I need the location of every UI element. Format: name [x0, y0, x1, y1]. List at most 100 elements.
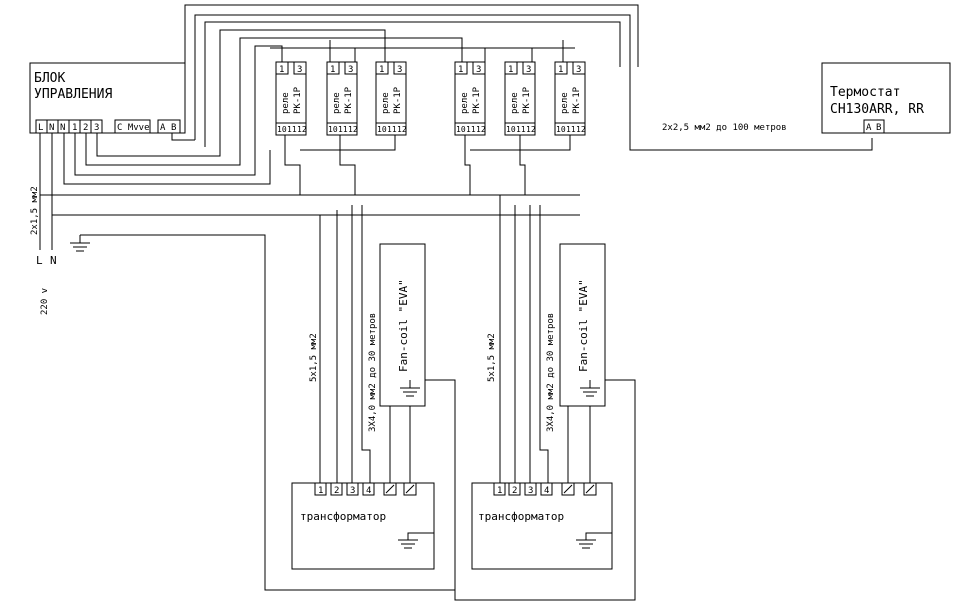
thermostat-terminal-b: B	[876, 123, 881, 133]
relay-2: 1 3 реле PK-1P 10 11 12	[326, 61, 358, 136]
relay-pin-10: 10	[456, 125, 466, 134]
thermostat-title-2: CH130ARR, RR	[830, 102, 924, 117]
wire-bus-ab	[171, 133, 195, 141]
ground-icon	[400, 380, 420, 397]
bus-terminal-b: B	[171, 123, 176, 133]
relay-label-1: реле	[381, 92, 391, 114]
relay-label-1: реле	[281, 92, 291, 114]
relay-label-1: реле	[332, 92, 342, 114]
relay-6: 1 3 реле PK-1P 10 11 12	[554, 61, 586, 136]
transformer-label: трансформатор	[300, 510, 386, 523]
relay-pin-box	[572, 61, 586, 75]
transformer-terminal-4: 4	[366, 486, 371, 496]
transformer-box	[291, 482, 435, 570]
transformer-terminal	[330, 482, 343, 496]
branch-cable-5-label: 5х1,5 мм2	[487, 333, 497, 382]
transformer-terminal-2: 2	[512, 486, 517, 496]
wire-relay-bottom-5	[519, 135, 526, 195]
thermostat-terminal-box	[863, 119, 885, 134]
relay-pin-box	[293, 61, 307, 75]
relay-label-2: PK-1P	[344, 86, 354, 114]
power-cable-label: 2х1,5 мм2	[30, 186, 40, 235]
branch-1: 5х1,5 мм2 3Х4,0 мм2 до 30 метров Fan-coi…	[291, 243, 435, 570]
relay-pin-11: 11	[287, 125, 297, 134]
wire-loop-5	[239, 37, 463, 162]
relay-pin-3: 3	[397, 65, 402, 75]
terminal-N: N	[49, 123, 54, 133]
ground-icon	[398, 532, 434, 549]
branch-cable-3-label: 3Х4,0 мм2 до 30 метров	[546, 313, 556, 432]
relay-pin-11: 11	[566, 125, 576, 134]
branch-cable-5-label: 5х1,5 мм2	[309, 333, 319, 382]
power-voltage-label: 220 v	[40, 288, 50, 315]
relay-5: 1 3 реле PK-1P 10 11 12	[504, 61, 536, 136]
relay-pin-box	[522, 61, 536, 75]
wire-loop-4	[219, 29, 386, 155]
relay-label-1: реле	[560, 92, 570, 114]
relay-pin-3: 3	[526, 65, 531, 75]
screw-slot	[405, 484, 415, 494]
relay-pin-10: 10	[506, 125, 516, 134]
fancoil-label: Fan-coil "EVA"	[577, 279, 590, 372]
relay-pin-10: 10	[328, 125, 338, 134]
screw-slot	[385, 484, 395, 494]
power-L-label: L	[36, 254, 43, 267]
transformer-terminal-4: 4	[544, 486, 549, 496]
branch-cable-3-label: 3Х4,0 мм2 до 30 метров	[368, 313, 378, 432]
relay-label-2: PK-1P	[572, 86, 582, 114]
relay-pin-12: 12	[348, 125, 358, 134]
relay-pin-1: 1	[458, 65, 463, 75]
relay-pin-box	[326, 61, 340, 75]
bus-terminal-box	[157, 119, 181, 134]
relay-bottom-box	[454, 122, 486, 136]
control-unit-title-1: БЛОК	[34, 71, 65, 86]
relay-4: 1 3 реле PK-1P 10 11 12	[454, 61, 486, 136]
transformer-terminal-1: 1	[318, 486, 323, 496]
fancoil-label: Fan-coil "EVA"	[397, 279, 410, 372]
relay-label-1: реле	[510, 92, 520, 114]
relay-pin-12: 12	[526, 125, 536, 134]
transformer-terminal	[524, 482, 537, 496]
relay-pin-12: 12	[297, 125, 307, 134]
relay-bottom-box	[375, 122, 407, 136]
relay-bottom-box	[554, 122, 586, 136]
fancoil-box	[559, 243, 606, 407]
relay-pin-12: 12	[576, 125, 586, 134]
ground-icon	[576, 532, 612, 549]
wire-b2-4	[539, 205, 549, 483]
transformer-box	[471, 482, 613, 570]
relay-pin-1: 1	[508, 65, 513, 75]
wire-ground-main	[80, 234, 455, 591]
relay-3: 1 3 реле PK-1P 10 11 12	[375, 61, 407, 136]
wire-term-2	[74, 133, 256, 176]
thermostat-terminal-a: A	[866, 123, 872, 133]
relay-label-2: PK-1P	[522, 86, 532, 114]
relay-bottom-box	[504, 122, 536, 136]
relay-bottom-box	[326, 122, 358, 136]
transformer-terminal	[540, 482, 553, 496]
relay-label-1: реле	[460, 92, 470, 114]
relay-pin-1: 1	[279, 65, 284, 75]
transformer-terminal-1: 1	[497, 486, 502, 496]
wire-b1-4	[361, 205, 371, 483]
wiring	[39, 4, 873, 601]
relay-label-2: PK-1P	[293, 86, 303, 114]
control-unit: БЛОК УПРАВЛЕНИЯ L N N 1 2 3 C Mvve A B	[29, 62, 186, 134]
relay-bottom-box	[275, 122, 307, 136]
terminal-1: 1	[72, 123, 77, 133]
wire-relay-bottom-4	[464, 135, 471, 195]
relay-pin-11: 11	[338, 125, 348, 134]
transformer-terminal	[493, 482, 506, 496]
thermostat-cable-label: 2х2,5 мм2 до 100 метров	[662, 123, 787, 133]
ground-icon	[580, 380, 600, 397]
relay-pin-10: 10	[277, 125, 287, 134]
wire-fc2-gnd	[454, 379, 636, 601]
terminal-box	[90, 119, 103, 134]
wire-term-4	[96, 133, 221, 157]
transformer-terminal-2: 2	[334, 486, 339, 496]
terminal-2: 2	[83, 123, 88, 133]
wire-loop-2	[194, 14, 873, 151]
wire-term-1	[63, 133, 271, 185]
terminal-L: L	[38, 123, 43, 133]
relay-pin-box	[504, 61, 518, 75]
